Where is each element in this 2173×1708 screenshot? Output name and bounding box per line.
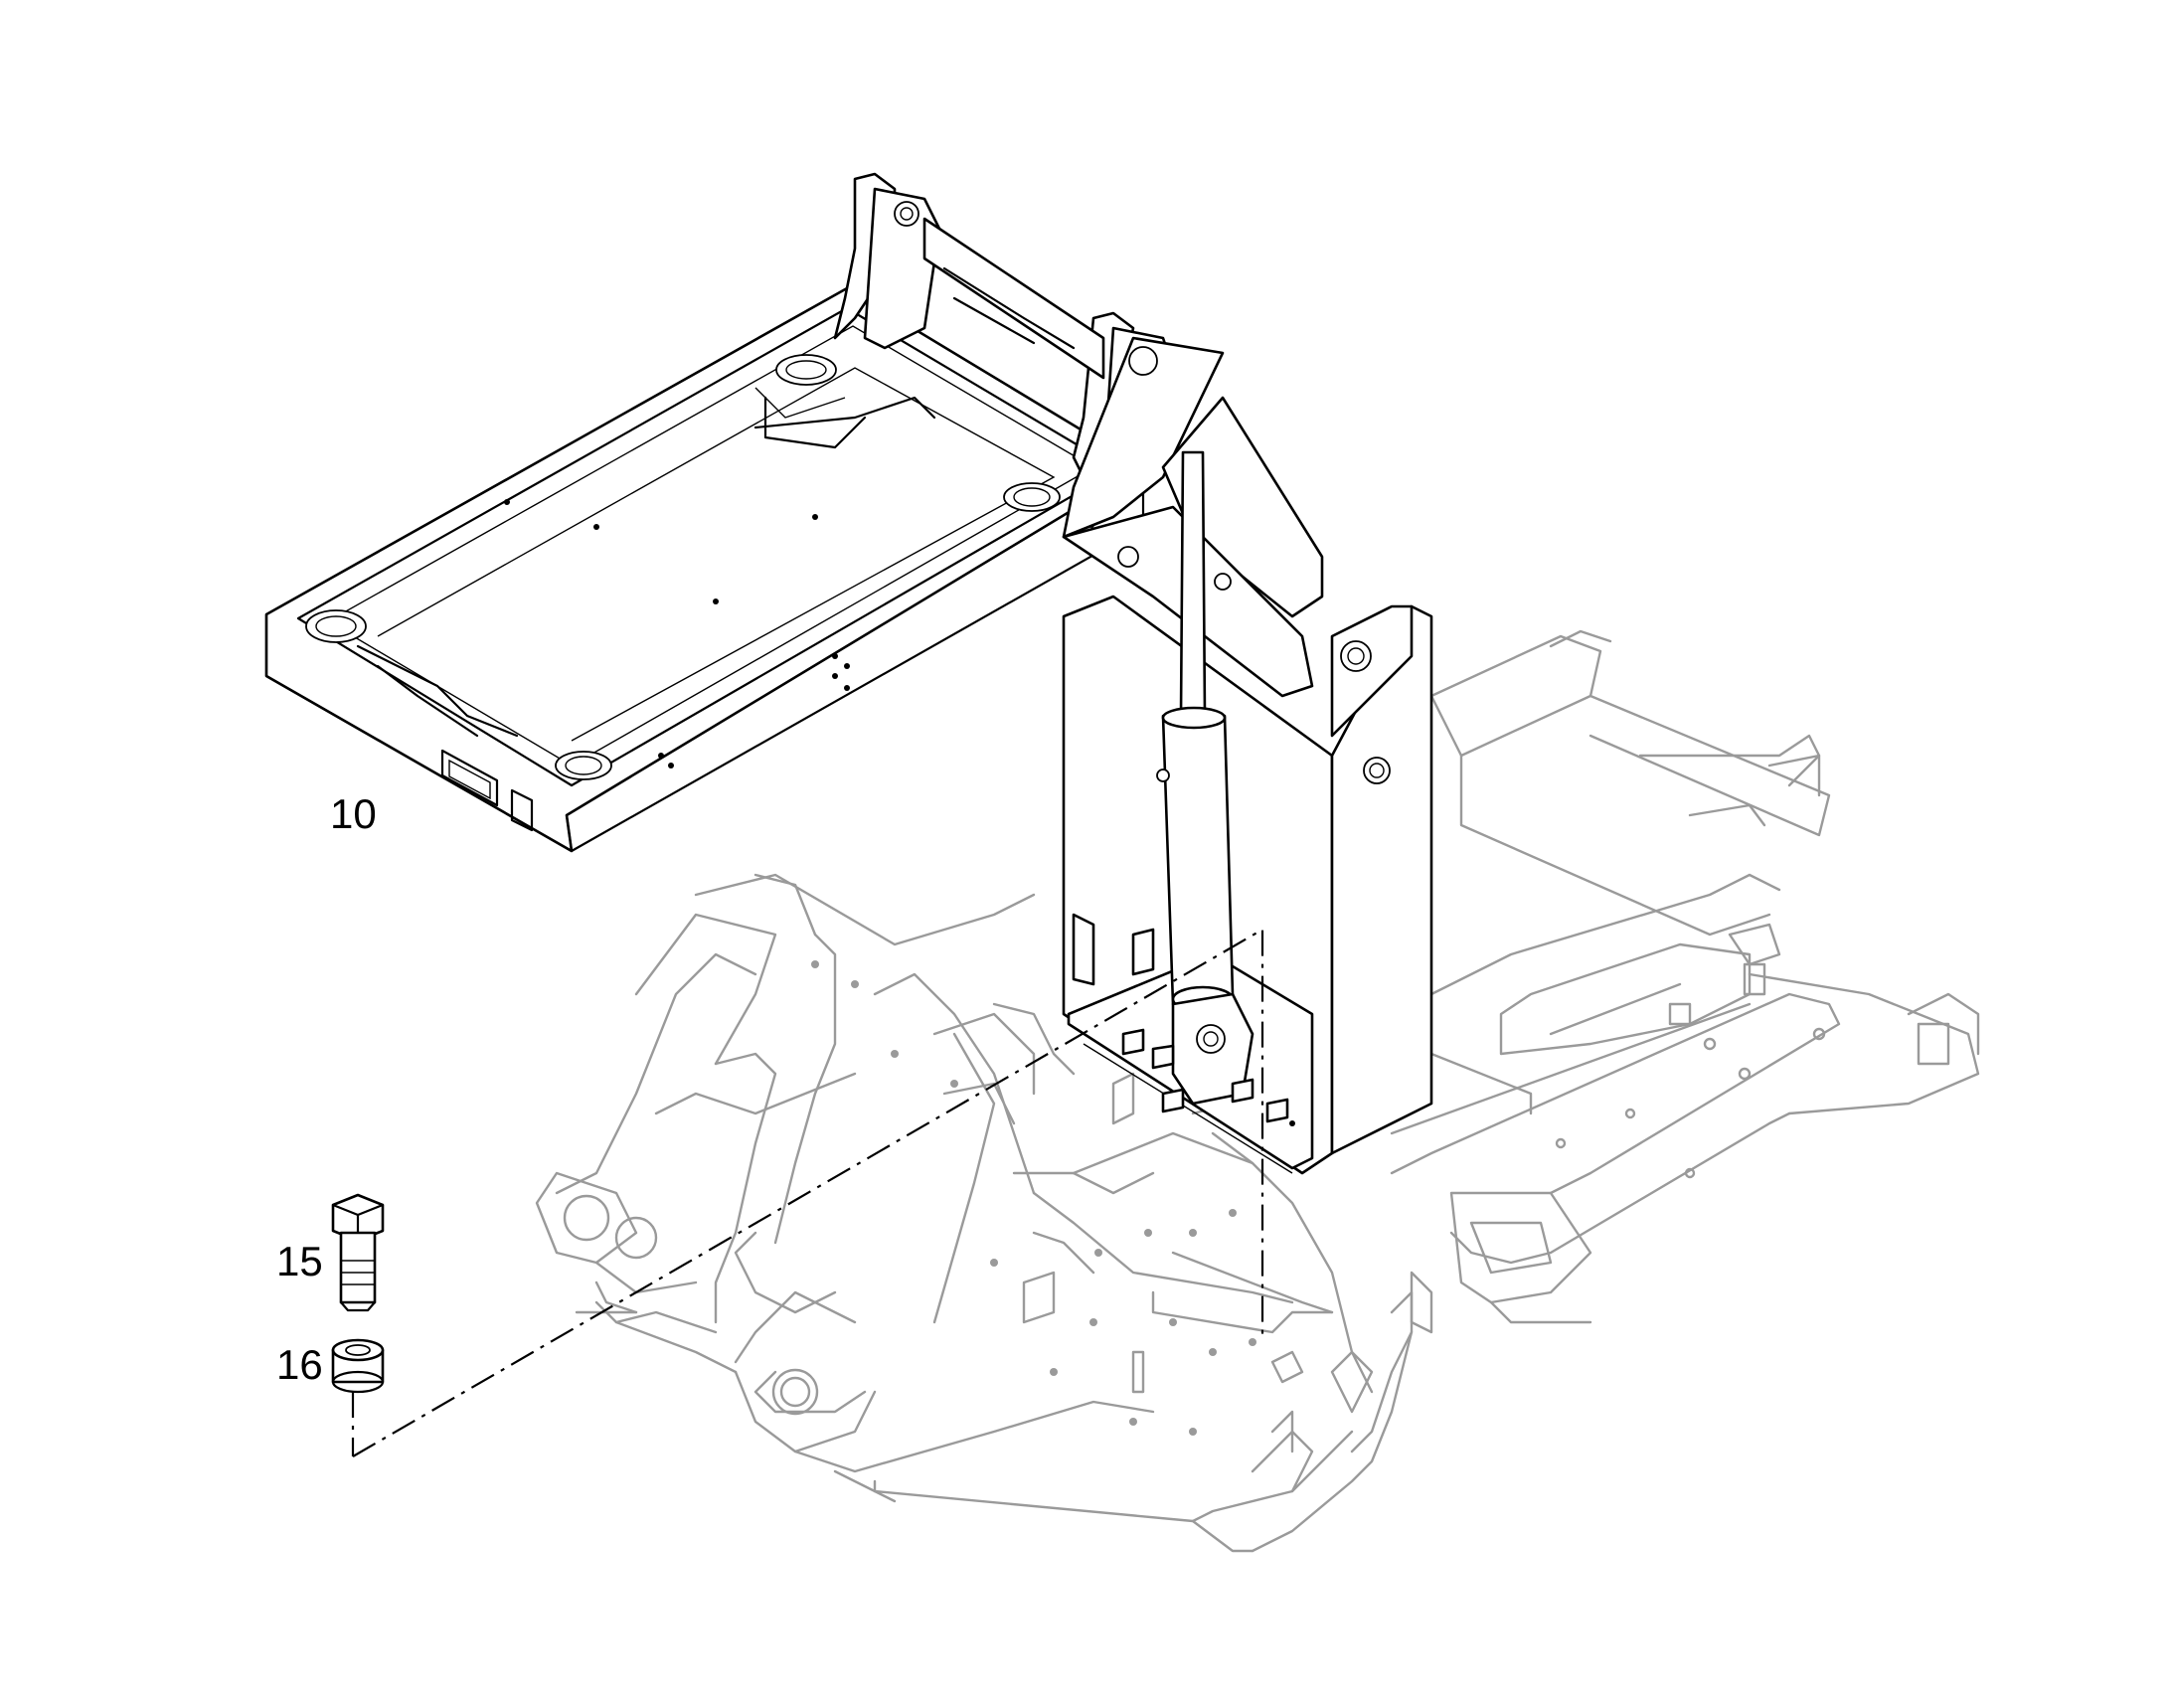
part-10-platform-frame[interactable] — [264, 172, 1175, 853]
callout-16: 16 — [276, 1341, 323, 1388]
ghost-base-frame — [535, 873, 1414, 1553]
part-16-nut[interactable] — [331, 1338, 385, 1394]
leader-lines — [351, 928, 1264, 1457]
part-15-hex-bolt[interactable] — [331, 1193, 385, 1312]
ghost-chassis-frame-right — [1390, 629, 1980, 1334]
callout-15: 15 — [276, 1238, 323, 1284]
callout-10: 10 — [330, 790, 377, 837]
column-mast-assembly — [1062, 336, 1433, 1175]
